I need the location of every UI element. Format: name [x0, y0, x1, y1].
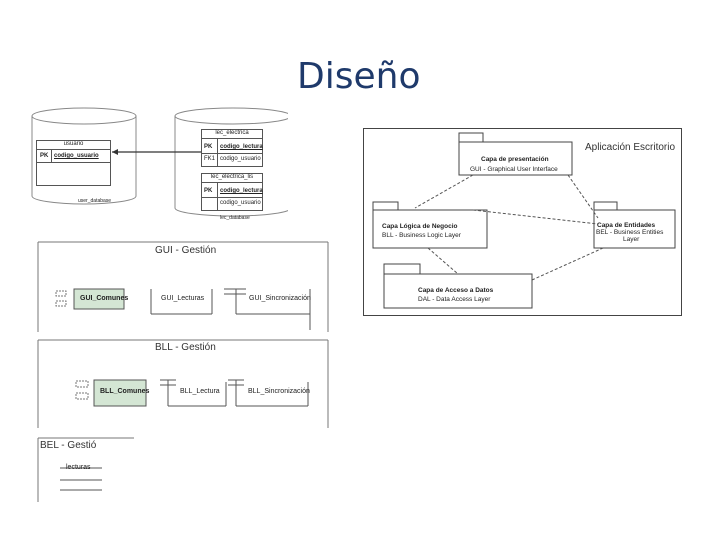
presentation-layer-name: Capa de presentación — [481, 156, 549, 163]
bel-comp-lecturas: lecturas — [66, 464, 91, 471]
gui-comp-lecturas: GUI_Lecturas — [161, 295, 205, 302]
business-layer-name: Capa Lógica de Negocio — [382, 223, 458, 230]
bll-comp-sincronizacion: BLL_Sincronización — [248, 388, 310, 395]
arch-diagram-frame — [363, 128, 682, 316]
table-lec-electrica-fk-label: FK1 — [204, 156, 216, 162]
table-lec-electrica-lis-pk-field: codigo_lectura — [220, 188, 263, 194]
entities-layer-desc2: Layer — [623, 236, 640, 243]
arch-diagram-shapes — [372, 132, 676, 309]
bel-package-title: BEL - Gestió — [40, 440, 97, 451]
arch-title: Aplicación Escritorio — [585, 142, 676, 153]
gui-package-frame — [37, 241, 329, 332]
table-lec-electrica: lec_electrica PK codigo_lectura FK1 codi… — [201, 129, 263, 167]
bll-comp-comunes: BLL_Comunes — [100, 388, 150, 395]
table-lec-electrica-pk-field: codigo_lectura — [220, 144, 263, 150]
business-layer-desc: BLL - Business Logic Layer — [382, 232, 461, 239]
left-db-caption: user_database — [78, 198, 112, 204]
gui-package-title: GUI - Gestión — [155, 245, 217, 256]
bll-comp-lectura: BLL_Lectura — [180, 388, 220, 395]
entities-layer-desc: BEL - Business Entities — [596, 229, 664, 236]
table-lec-electrica-lis: lec_electrica_lis PK codigo_lectura codi… — [201, 173, 263, 211]
gui-comp-comunes: GUI_Comunes — [80, 295, 129, 302]
table-divider — [202, 153, 262, 154]
table-usuario-name: usuario — [37, 141, 110, 150]
table-usuario: usuario PK codigo_usuario — [36, 140, 111, 186]
table-lec-electrica-lis-field2: codigo_usuario — [220, 200, 261, 206]
table-lec-electrica-fk-field: codigo_usuario — [220, 156, 261, 162]
table-divider — [51, 150, 52, 162]
table-lec-electrica-pk-label: PK — [204, 144, 213, 150]
bll-package-title: BLL - Gestión — [155, 342, 216, 353]
slide-title: Diseño — [297, 56, 421, 97]
table-lec-electrica-name: lec_electrica — [202, 130, 262, 139]
data-layer-name: Capa de Acceso a Datos — [418, 287, 494, 294]
table-usuario-pk-label: PK — [40, 153, 49, 159]
table-divider — [217, 139, 218, 167]
bel-package-frame — [37, 437, 134, 502]
data-layer-desc: DAL - Data Access Layer — [418, 296, 491, 303]
gui-comp-sincronizacion: GUI_Sincronización — [249, 295, 311, 302]
table-lec-electrica-lis-name: lec_electrica_lis — [202, 174, 262, 183]
table-lec-electrica-lis-pk-label: PK — [204, 188, 213, 194]
presentation-layer-desc: GUI - Graphical User Interface — [470, 166, 558, 173]
table-divider — [202, 197, 262, 198]
entities-layer-name: Capa de Entidades — [597, 222, 656, 229]
table-divider — [217, 183, 218, 211]
table-usuario-pk-field: codigo_usuario — [54, 153, 99, 159]
right-db-caption: lec_database — [220, 215, 250, 221]
bll-package-frame — [37, 339, 329, 428]
